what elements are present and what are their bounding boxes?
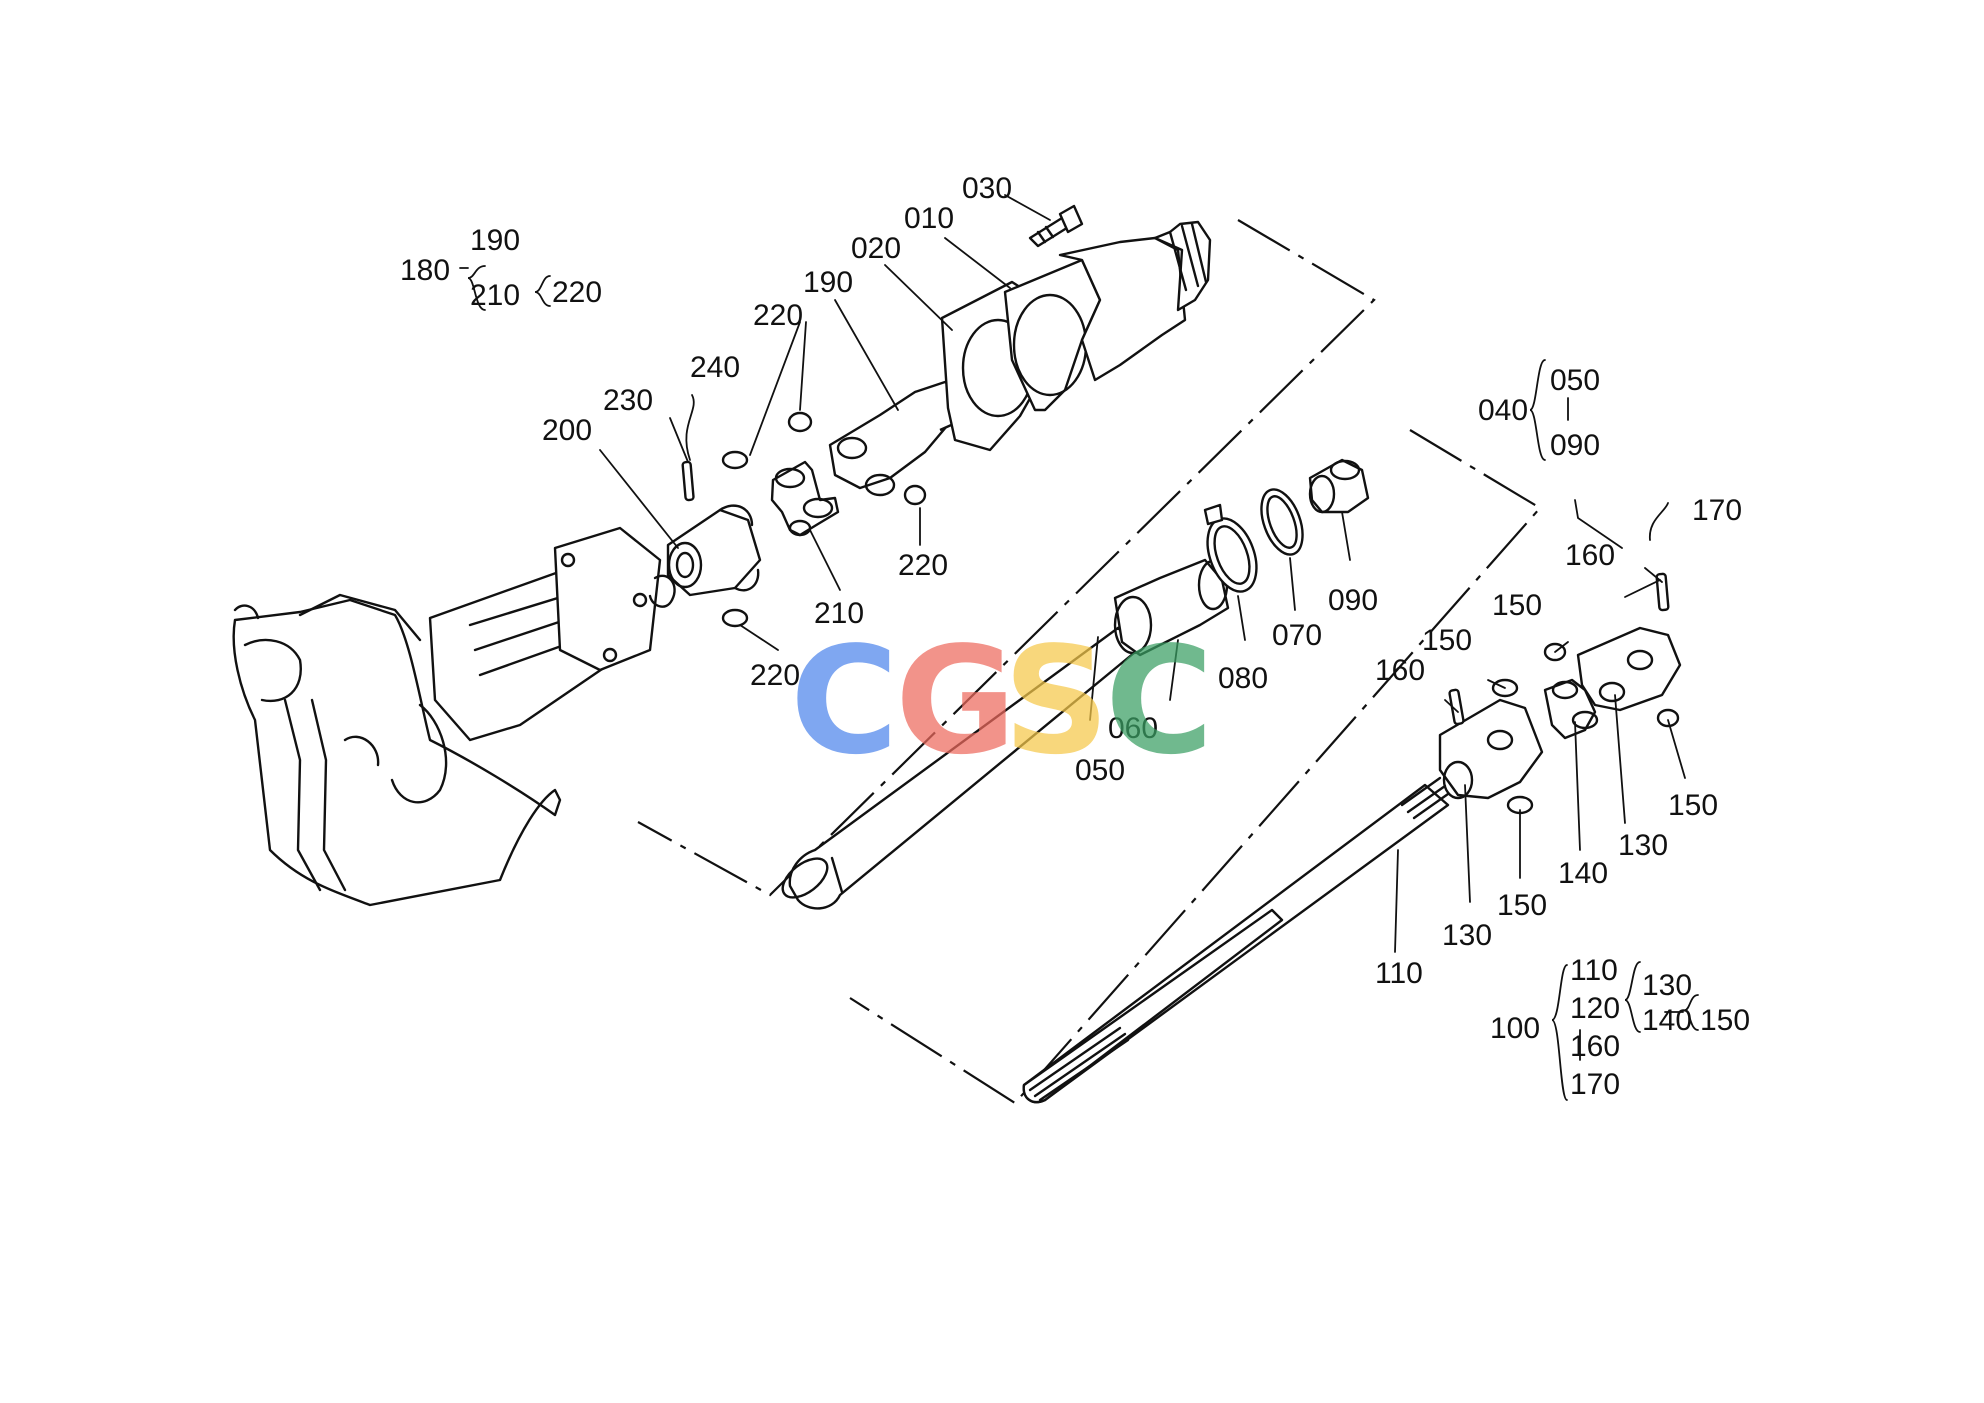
label-070: 070 [1272, 619, 1322, 652]
label-170-group: 170 [1570, 1068, 1620, 1101]
label-150-group: 150 [1700, 1004, 1750, 1037]
watermark-letter-2: G [895, 615, 1016, 787]
yoke-200 [666, 504, 762, 597]
label-170: 170 [1692, 494, 1742, 527]
snap-rings-220 [721, 411, 927, 628]
group-brackets [459, 265, 1699, 1101]
watermark-letter-3: S [1003, 615, 1110, 787]
label-190-group: 190 [470, 224, 520, 257]
label-240: 240 [690, 351, 740, 384]
band-070 [1260, 488, 1304, 556]
label-180: 180 [400, 254, 450, 287]
label-060: 060 [1108, 712, 1158, 745]
spring-pin-230 [681, 460, 695, 502]
cross-spider-210 [770, 460, 840, 537]
housing-010 [1003, 220, 1212, 412]
label-200: 200 [542, 414, 592, 447]
part-labels: 030 010 020 190 220 240 230 200 220 210 … [400, 172, 1750, 1101]
upper-reference-frame [637, 219, 1376, 897]
label-160-right: 160 [1565, 539, 1615, 572]
yoke-190 [828, 380, 967, 497]
label-110-group: 110 [1570, 954, 1618, 987]
label-140-group: 140 [1642, 1004, 1692, 1037]
label-150-right: 150 [1668, 789, 1718, 822]
bushing-090 [1308, 458, 1370, 514]
label-050: 050 [1075, 754, 1125, 787]
yoke-130-upper [1576, 626, 1682, 712]
front-axle-housing [232, 526, 676, 907]
label-120-group: 120 [1570, 992, 1620, 1025]
leader-lines [599, 194, 1686, 953]
label-220-bottom: 220 [750, 659, 800, 692]
label-160-left: 160 [1375, 654, 1425, 687]
label-220-group: 220 [552, 276, 602, 309]
label-040: 040 [1478, 394, 1528, 427]
label-160-group: 160 [1570, 1030, 1620, 1063]
label-010: 010 [904, 202, 954, 235]
watermark-logo: C G S C [790, 615, 1214, 787]
yoke-130-lower [1438, 698, 1544, 800]
label-140: 140 [1558, 857, 1608, 890]
spring-pins-160 [1448, 572, 1670, 726]
label-080: 080 [1218, 662, 1268, 695]
label-210: 210 [814, 597, 864, 630]
label-090-group: 090 [1550, 429, 1600, 462]
label-050-group: 050 [1550, 364, 1600, 397]
label-110: 110 [1375, 957, 1423, 990]
band-080 [1203, 503, 1258, 593]
cross-spider-140 [1543, 678, 1599, 740]
label-150-upper: 150 [1492, 589, 1542, 622]
label-030: 030 [962, 172, 1012, 205]
label-150-lower: 150 [1497, 889, 1547, 922]
label-130-group: 130 [1642, 969, 1692, 1002]
label-130-lower: 130 [1442, 919, 1492, 952]
label-220-mid: 220 [898, 549, 948, 582]
lower-reference-frame [849, 429, 1542, 1105]
label-150-left: 150 [1422, 624, 1472, 657]
label-220-top: 220 [753, 299, 803, 332]
watermark-letter-4: C [1105, 615, 1214, 787]
snap-rings-150 [1491, 642, 1680, 815]
label-090: 090 [1328, 584, 1378, 617]
label-100: 100 [1490, 1012, 1540, 1045]
label-130-right: 130 [1618, 829, 1668, 862]
label-210-group: 210 [470, 279, 520, 312]
shaft-110 [1022, 776, 1450, 1104]
label-020: 020 [851, 232, 901, 265]
bolt-030 [1028, 204, 1084, 248]
watermark-letter-1: C [790, 615, 899, 787]
label-230: 230 [603, 384, 653, 417]
label-190: 190 [803, 266, 853, 299]
